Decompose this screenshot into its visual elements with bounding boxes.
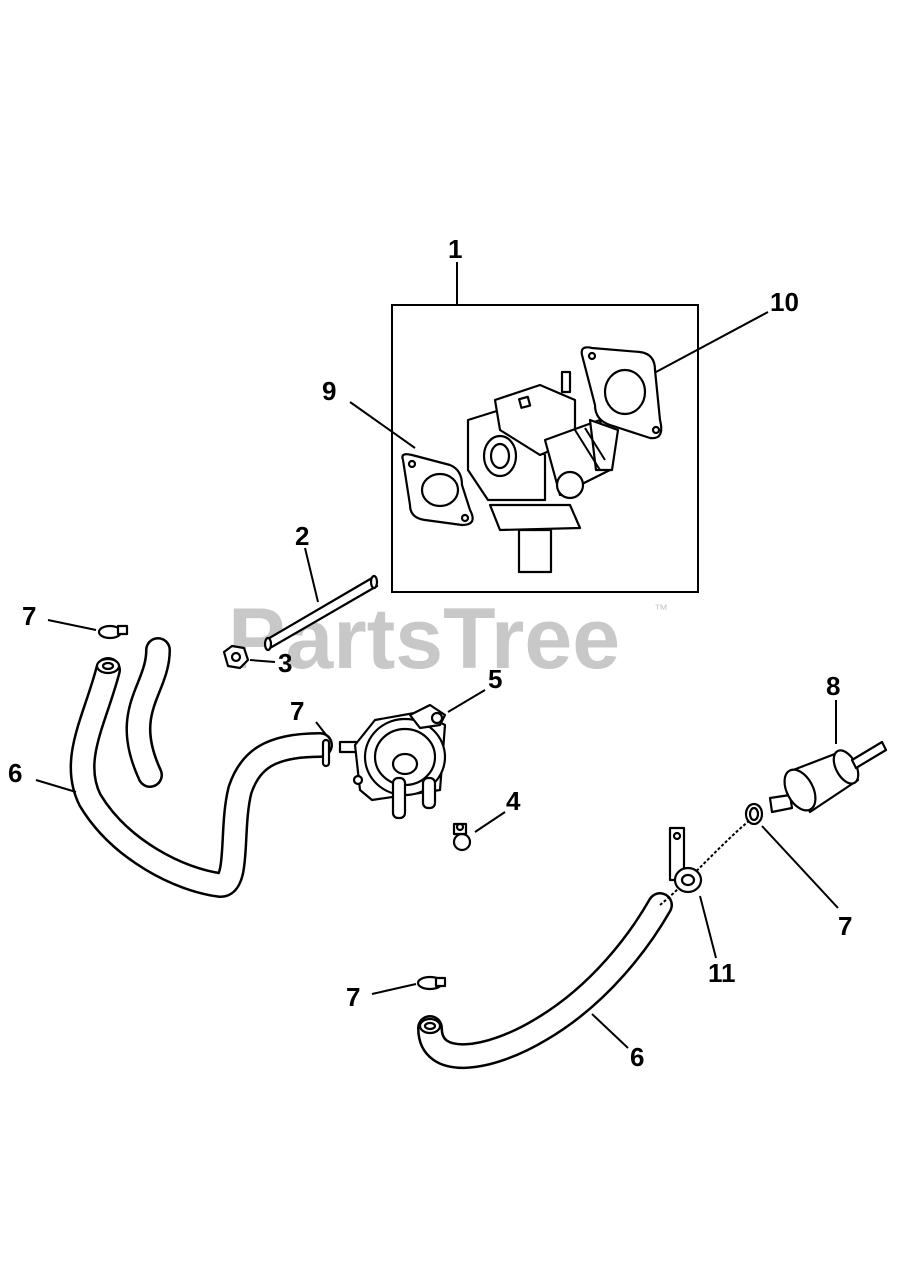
leader-line-4 — [474, 811, 506, 833]
filter-screen[interactable] — [125, 637, 171, 788]
callout-1: 1 — [448, 234, 462, 264]
hose-clamp-7-filter[interactable] — [744, 802, 764, 826]
fuel-line-6-left[interactable] — [69, 657, 333, 898]
stud-2[interactable] — [263, 574, 379, 652]
watermark-text: PartsTree — [228, 591, 620, 687]
leader-line-11 — [699, 895, 717, 959]
callout-7-bottom: 7 — [346, 982, 360, 1012]
callout-7-pump: 7 — [290, 696, 304, 726]
callout-7-top-left: 7 — [22, 601, 36, 631]
leader-line-2 — [304, 547, 319, 603]
leader-line-9 — [349, 401, 416, 449]
hose-clamp-7-top-left[interactable] — [97, 624, 129, 640]
leader-line-6a — [35, 779, 77, 793]
callout-5: 5 — [488, 664, 502, 694]
carburetor[interactable] — [466, 370, 620, 574]
callout-2: 2 — [295, 521, 309, 551]
fitting-4[interactable] — [452, 822, 472, 852]
leader-line-3 — [249, 659, 276, 663]
callout-7-filter: 7 — [838, 911, 852, 941]
hose-clamp-7-pump[interactable] — [321, 738, 331, 768]
callout-10: 10 — [770, 287, 799, 317]
callout-11: 11 — [708, 958, 736, 988]
gasket-9[interactable] — [401, 453, 474, 527]
nut-3[interactable] — [222, 644, 250, 670]
hose-clamp-7-bottom[interactable] — [416, 975, 447, 991]
leader-line-6b — [591, 1013, 629, 1049]
callout-8: 8 — [826, 671, 840, 701]
watermark: PartsTree ™ — [228, 591, 668, 687]
clip-11[interactable] — [668, 826, 703, 894]
callout-4: 4 — [506, 786, 521, 816]
leader-line-7c — [371, 983, 417, 995]
fuel-line-6-right[interactable] — [417, 819, 751, 1070]
leader-line-7d — [761, 825, 839, 909]
carburetor-assembly-box — [391, 304, 699, 593]
carburetor-assembly-group[interactable] — [391, 262, 699, 593]
callout-6-left: 6 — [8, 758, 22, 788]
callouts: 1 10 9 2 7 3 5 8 7 6 4 7 11 7 6 — [8, 234, 852, 1072]
gasket-10[interactable] — [580, 346, 663, 440]
leader-line-5 — [447, 689, 486, 713]
callout-3: 3 — [278, 648, 292, 678]
leader-line-7a — [47, 619, 97, 631]
leader-line-10 — [655, 311, 769, 373]
watermark-trademark: ™ — [654, 601, 668, 617]
callout-9: 9 — [322, 376, 336, 406]
fuel-filter-8[interactable] — [768, 740, 888, 816]
callout-6-right: 6 — [630, 1042, 644, 1072]
fuel-pump-5[interactable] — [338, 703, 447, 820]
leader-line-7b — [315, 721, 328, 737]
